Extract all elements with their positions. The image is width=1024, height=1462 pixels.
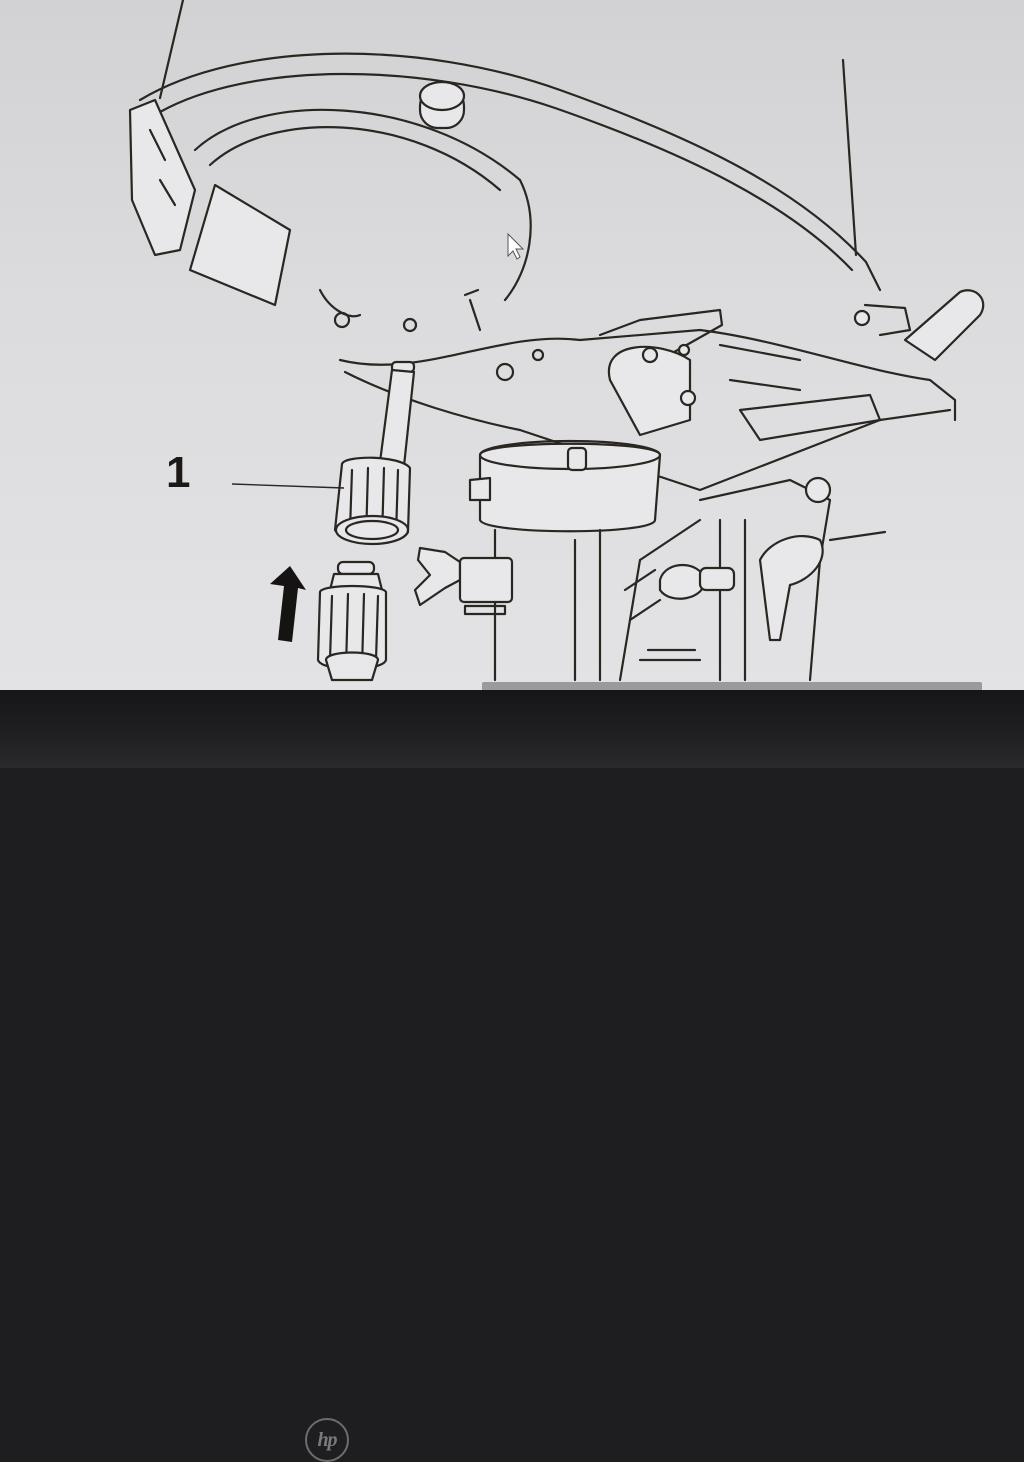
main-housing <box>338 288 957 492</box>
wing-nut <box>413 546 514 616</box>
brand-logo-icon: hp <box>305 1418 349 1462</box>
fuel-connector-lower <box>316 560 388 682</box>
callout-label: 1 <box>166 448 191 497</box>
technical-diagram <box>128 0 985 682</box>
tiller-handle <box>128 52 882 302</box>
drive-shaft-column <box>468 439 662 682</box>
side-panel <box>188 183 362 329</box>
mounting-bracket <box>618 476 887 682</box>
mouse-cursor-icon <box>507 232 525 260</box>
monitor-screen: 1 <box>0 0 1024 690</box>
top-knob <box>418 80 466 130</box>
monitor-bezel: hp <box>0 690 1024 1462</box>
screen-bottom-strip <box>482 682 982 692</box>
clamp-lever <box>853 289 985 362</box>
brand-logo-text: hp <box>317 1428 337 1451</box>
leader-line-right <box>841 58 858 257</box>
fuel-connector-upper <box>333 360 416 546</box>
direction-arrow-up-icon <box>270 566 306 642</box>
leader-line-left <box>158 0 185 100</box>
callout-leader-line <box>231 483 345 489</box>
